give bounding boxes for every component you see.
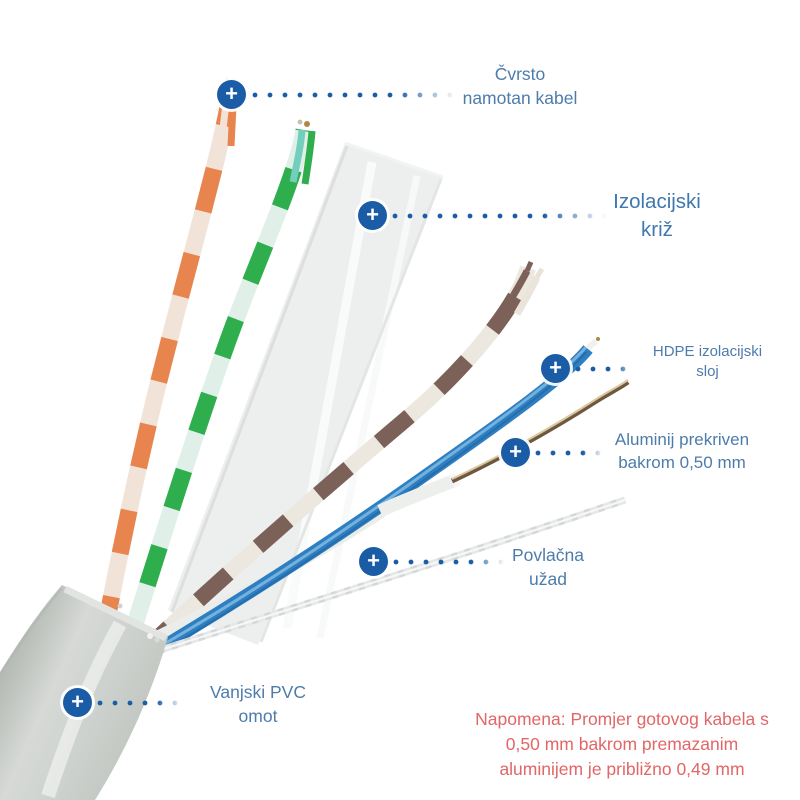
copper-clad-wire bbox=[377, 379, 630, 517]
copper-highlight bbox=[451, 379, 629, 480]
white-strand-tip bbox=[513, 275, 541, 316]
teal-strand-tip bbox=[289, 129, 306, 183]
label-line: Vanjski PVC bbox=[210, 682, 306, 702]
note-line: 0,50 mm bakrom premazanim bbox=[505, 733, 739, 754]
jacket-cut-face bbox=[63, 585, 168, 642]
note-line: Napomena: Promjer gotovog kabela s bbox=[475, 709, 769, 729]
dotted-leader-kriz bbox=[392, 213, 607, 219]
plus-marker-cvrsto[interactable]: + bbox=[217, 80, 246, 109]
plus-icon: + bbox=[225, 80, 238, 106]
callout-label-aluminij: Aluminij prekriven bakrom 0,50 mm bbox=[586, 429, 778, 475]
note-line: aluminijem je približno 0,49 mm bbox=[499, 758, 745, 779]
brown-strand-tip bbox=[502, 269, 531, 310]
label-line: križ bbox=[641, 217, 673, 241]
callout-label-hdpe: HDPE izolacijski sloj bbox=[630, 342, 785, 383]
green-white-pair bbox=[121, 119, 316, 643]
plus-marker-hdpe[interactable]: + bbox=[541, 354, 570, 383]
plus-icon: + bbox=[509, 438, 522, 464]
callout-label-cvrsto: Čvrsto namotan kabel bbox=[440, 63, 600, 110]
dotted-leader-uzad bbox=[393, 559, 505, 565]
brown-white-pair bbox=[144, 260, 545, 651]
label-line: omot bbox=[238, 705, 278, 726]
label-line: HDPE izolacijski bbox=[652, 343, 763, 360]
callout-label-pvc: Vanjski PVC omot bbox=[188, 681, 328, 728]
plus-marker-kriz[interactable]: + bbox=[358, 201, 387, 230]
diameter-note: Napomena: Promjer gotovog kabela s 0,50 … bbox=[441, 707, 800, 782]
copper-conductor bbox=[450, 379, 630, 484]
plus-marker-aluminij[interactable]: + bbox=[501, 438, 530, 467]
plus-icon: + bbox=[367, 547, 380, 573]
plus-marker-pvc[interactable]: + bbox=[63, 688, 92, 717]
dotted-leader-cvrsto bbox=[252, 92, 457, 98]
plus-icon: + bbox=[71, 688, 84, 714]
label-line: sloj bbox=[696, 363, 719, 381]
dotted-leader-aluminij bbox=[535, 450, 603, 456]
label-line: namotan kabel bbox=[462, 87, 578, 108]
label-line: Povlačna bbox=[512, 545, 584, 565]
label-line: bakrom 0,50 mm bbox=[618, 452, 746, 472]
plus-marker-uzad[interactable]: + bbox=[359, 547, 388, 576]
callout-label-kriz: Izolacijski križ bbox=[577, 188, 737, 243]
callout-label-uzad: Povlačna užad bbox=[488, 544, 608, 591]
blue-wire-conductor-tip bbox=[586, 338, 598, 351]
plus-icon: + bbox=[366, 201, 379, 227]
label-line: Aluminij prekriven bbox=[614, 430, 750, 449]
green-strand-tip bbox=[301, 130, 316, 185]
label-line: užad bbox=[529, 568, 567, 589]
pull-cord-strand bbox=[143, 496, 627, 659]
dotted-leader-pvc bbox=[97, 700, 182, 706]
plus-icon: + bbox=[549, 354, 562, 380]
label-line: Izolacijski bbox=[613, 190, 701, 213]
label-line: Čvrsto bbox=[494, 64, 546, 84]
insulation-sleeve bbox=[377, 473, 459, 517]
insulation-cross-film bbox=[168, 141, 444, 645]
dotted-leader-hdpe bbox=[575, 366, 635, 372]
